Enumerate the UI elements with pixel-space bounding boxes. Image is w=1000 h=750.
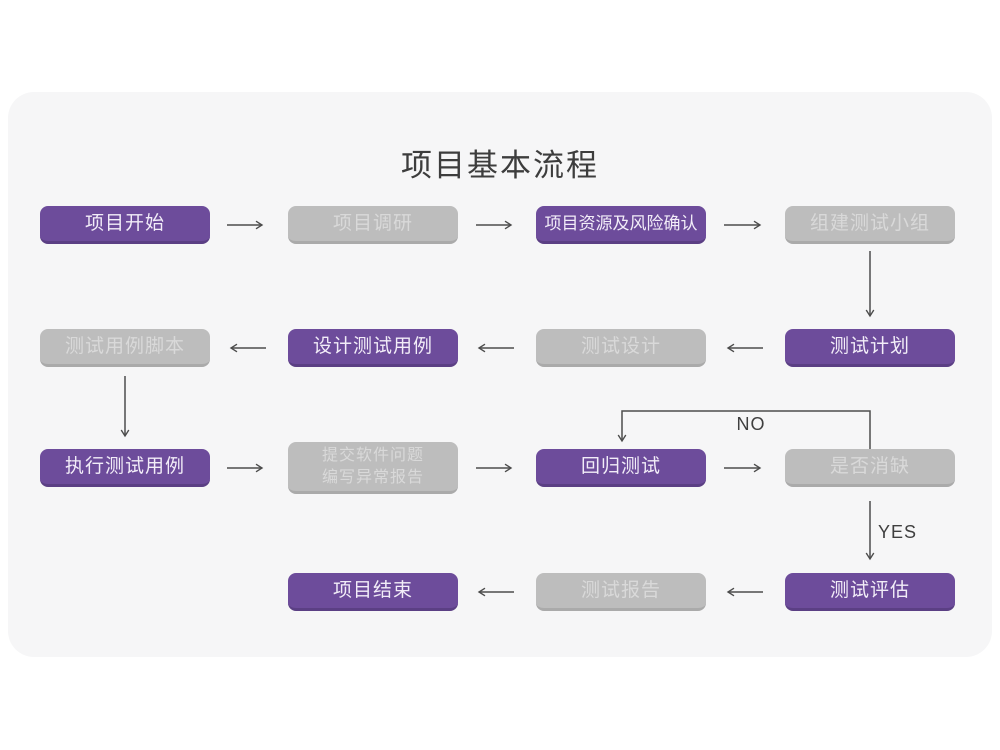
- node-label: 回归测试: [580, 455, 661, 477]
- node-label: 测试评估: [829, 579, 910, 601]
- node-test-plan: 测试计划: [785, 329, 955, 367]
- node-label: 测试报告: [580, 579, 661, 601]
- edge-label-yes: YES: [878, 522, 918, 542]
- node-label: 执行测试用例: [64, 455, 185, 477]
- node-label: 测试计划: [829, 335, 910, 357]
- node-design-test-case: 设计测试用例: [288, 329, 458, 367]
- node-defect-resolved-check: 是否消缺: [785, 449, 955, 487]
- node-label: 是否消缺: [829, 455, 910, 477]
- node-project-start: 项目开始: [40, 206, 210, 244]
- node-test-evaluate: 测试评估: [785, 573, 955, 611]
- node-label-line2: 编写异常报告: [321, 468, 424, 486]
- node-label: 组建测试小组: [809, 212, 930, 234]
- node-project-research: 项目调研: [288, 206, 458, 244]
- node-label-line1: 提交软件问题: [321, 446, 424, 464]
- node-label: 测试用例脚本: [64, 335, 185, 357]
- node-project-end: 项目结束: [288, 573, 458, 611]
- node-label: 项目调研: [332, 212, 413, 234]
- node-test-design: 测试设计: [536, 329, 706, 367]
- node-label: 项目开始: [84, 212, 165, 234]
- node-execute-test-case: 执行测试用例: [40, 449, 210, 487]
- node-test-report: 测试报告: [536, 573, 706, 611]
- node-regression-test: 回归测试: [536, 449, 706, 487]
- node-label: 测试设计: [580, 335, 661, 357]
- node-build-test-team: 组建测试小组: [785, 206, 955, 244]
- node-label: 项目结束: [332, 579, 413, 601]
- node-label: 设计测试用例: [312, 335, 433, 357]
- flowchart-card: [8, 92, 992, 657]
- edge-label-no: NO: [736, 414, 766, 434]
- node-submit-issue-report: 提交软件问题 编写异常报告: [288, 442, 458, 494]
- page-title: 项目基本流程: [401, 148, 599, 183]
- node-resource-risk-confirm: 项目资源及风险确认: [536, 206, 706, 244]
- node-test-case-script: 测试用例脚本: [40, 329, 210, 367]
- node-label: 项目资源及风险确认: [544, 213, 698, 233]
